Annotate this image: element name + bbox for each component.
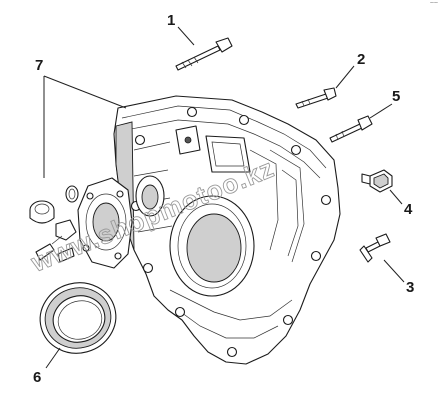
bolt-3 bbox=[359, 233, 391, 263]
callout-6: 6 bbox=[33, 369, 41, 386]
adapter-plate bbox=[77, 177, 133, 269]
callout-4: 4 bbox=[404, 201, 413, 218]
callout-5: 5 bbox=[392, 88, 400, 105]
bolt-2 bbox=[295, 87, 337, 109]
callout-7: 7 bbox=[35, 57, 43, 74]
callout-2: 2 bbox=[357, 51, 365, 68]
plug bbox=[29, 200, 55, 224]
bolt-5 bbox=[329, 115, 373, 143]
bolt-1 bbox=[175, 37, 233, 71]
leader-lines bbox=[43, 26, 405, 369]
callout-1: 1 bbox=[167, 12, 175, 29]
callout-3: 3 bbox=[406, 279, 414, 296]
fitting-4 bbox=[361, 169, 393, 193]
sensor-clip bbox=[35, 219, 77, 263]
rear-main-seal bbox=[39, 282, 117, 354]
ring-seal bbox=[65, 185, 79, 203]
flywheel-housing bbox=[113, 95, 341, 365]
corner-mark: ~~ bbox=[429, 0, 438, 7]
